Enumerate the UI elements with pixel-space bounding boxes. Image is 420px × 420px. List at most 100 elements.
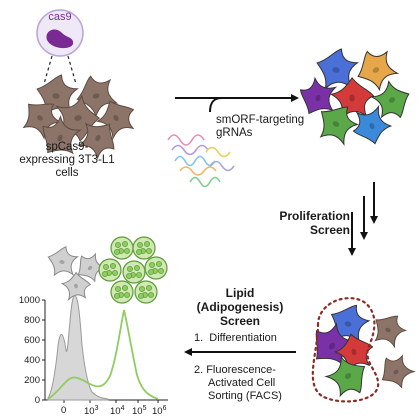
cell-nucleus [74,283,78,289]
lipid-droplet [148,269,154,275]
lipid-droplet [124,248,130,254]
lipid-droplet [126,273,132,279]
enriched-cell [333,333,374,374]
grey-precursor-cell [77,252,108,283]
grey-precursor-cell [47,246,80,277]
step-number: 1. [194,332,204,344]
edited-cell [319,106,359,147]
adipocyte [122,260,146,284]
edited-cell-cluster [299,48,410,147]
cell-nucleus [369,122,375,130]
brown-cell [96,100,135,141]
x-tick-text: 10 [152,406,163,418]
x-tick-exponent: 5 [142,405,147,412]
lipid-droplet [144,241,150,247]
preadipocyte-cells [47,246,108,302]
lipid-droplet [137,242,143,248]
proliferation-label-line: Screen [309,222,350,237]
x-tick-text: 10 [84,406,95,418]
adipocyte [134,280,158,304]
y-tick-label: 400 [24,355,40,366]
cell-nucleus [57,134,63,142]
edited-cell [357,50,400,92]
cell-nucleus [344,321,352,327]
cells-label: spCas9- expressing 3T3-L1 cells [2,141,132,181]
cell-nucleus [388,97,396,103]
cell-nucleus [74,115,82,121]
brown-cell [76,75,119,118]
lipid-label-line: (Adipogenesis) [196,299,284,314]
x-tick-exponent: 4 [120,405,125,412]
edited-cell [329,77,375,120]
lipid-droplet [115,242,121,248]
edited-cell [316,48,359,90]
lipid-droplet [127,266,133,272]
proliferation-arrows [348,182,378,256]
facs-histogram [42,295,168,403]
y-tick-label: 0 [34,395,40,406]
unselected-cell [374,315,408,349]
adipocyte [110,280,134,304]
x-tick-text: 10 [110,406,121,418]
adipocyte-cells [98,236,168,304]
cells-label-line: expressing 3T3-L1 [19,154,115,167]
lipid-droplet [146,285,152,291]
lipid-droplet [112,270,118,276]
proliferation-label-line: Proliferation [279,209,350,223]
transduction-arrow [175,94,299,113]
x-tick-text: 10 [132,406,143,418]
lipid-droplet [136,249,142,255]
lipid-droplet [122,285,128,291]
lipid-droplet [103,264,109,270]
cell-nucleus [95,134,101,142]
cas9-label: cas9 [48,11,72,23]
x-tick-label: 103 [84,405,98,417]
lipid-droplet [156,261,162,267]
step-text: Activated Cell [208,376,276,389]
y-tick-label: 800 [24,315,40,326]
cell-nucleus [393,369,399,375]
spcas9-cell-cluster [22,74,135,160]
cell-nucleus [328,342,336,350]
x-tick-label: 105 [132,405,146,417]
sorted-population-outline [311,297,380,403]
lipid-droplet [139,286,145,292]
proliferation-screen-label: Proliferation Screen [258,209,350,238]
adipocyte [98,258,122,282]
lipid-droplet [158,268,164,274]
lipid-screen-label: Lipid (Adipogenesis) Screen [186,286,294,328]
cell-nucleus [315,94,321,102]
grna-pool [167,134,235,188]
lipid-signal-distribution [47,309,159,400]
x-tick-label: 104 [110,405,124,417]
lipid-droplet [148,292,154,298]
enriched-cell-cluster [315,304,416,398]
cell-nucleus [349,94,355,102]
lipid-droplet [138,293,144,299]
lipid-droplet [102,271,108,277]
step-text: Differentiation [209,332,277,344]
adipocyte [144,256,168,280]
cell-nucleus [52,93,60,99]
lipid-droplet [115,286,121,292]
cell-nucleus [332,121,340,127]
step-text: Sorting (FACS) [208,389,282,402]
x-tick-exponent: 6 [162,405,167,412]
lipid-droplet [114,293,120,299]
lipid-label-line: Screen [219,313,261,328]
cell-nucleus [59,260,65,264]
cas9-bubble [36,9,84,85]
grna-label-line: gRNAs [216,127,253,140]
x-tick-label: 0 [61,405,66,416]
y-tick-label: 200 [24,375,40,386]
y-tick-label: 1000 [18,295,40,306]
cell-nucleus [113,114,119,122]
cas9-protein-icon [46,29,74,49]
enriched-cell [324,355,366,398]
brown-cell [77,122,115,160]
brown-cell [42,115,83,155]
lipid-droplet [110,263,116,269]
x-tick-exponent: 3 [94,405,99,412]
adipocyte [110,236,134,260]
